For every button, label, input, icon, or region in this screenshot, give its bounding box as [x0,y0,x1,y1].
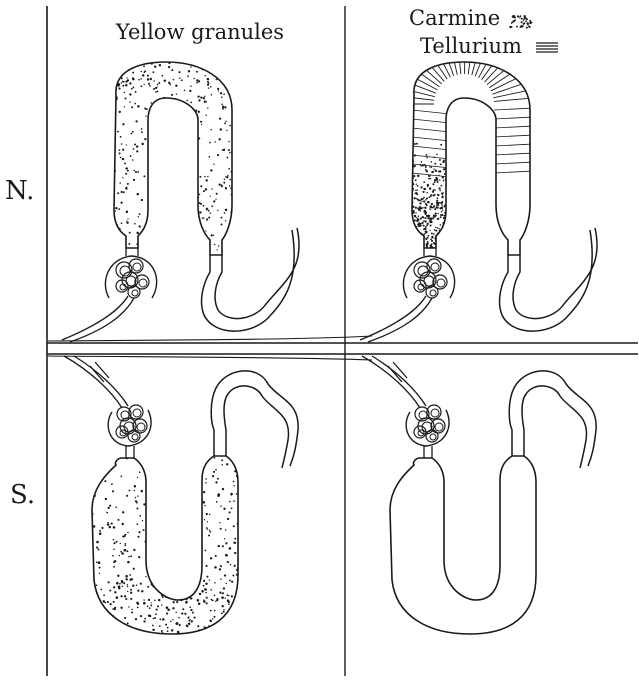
heading-tellurium: Tellurium [420,34,522,58]
loop-of-henle [202,228,300,331]
loop-of-henle [509,371,596,468]
panel-normal-carmine-tellurium [360,34,597,342]
stipple-dots [109,58,237,251]
panel-severed-carmine-tellurium [362,356,596,634]
loop-of-henle [500,228,598,331]
stipple-dots [89,455,240,636]
heading-carmine: Carmine [409,6,500,30]
loop-of-henle [211,371,298,468]
artery-line [48,356,372,360]
carmine-legend-symbol [509,15,532,29]
tellurium-legend-symbol [536,43,558,52]
artery-line [48,336,372,341]
row-label-severed: S. [10,480,35,510]
heading-yellow-granules: Yellow granules [115,20,284,44]
panel-dividers [47,6,638,676]
proximal-tubule-outline [114,62,232,255]
panel-severed-yellow-granules [64,356,298,636]
row-label-normal: N. [5,176,34,206]
panel-normal-yellow-granules [62,58,299,343]
proximal-tubule-outline [390,456,536,634]
